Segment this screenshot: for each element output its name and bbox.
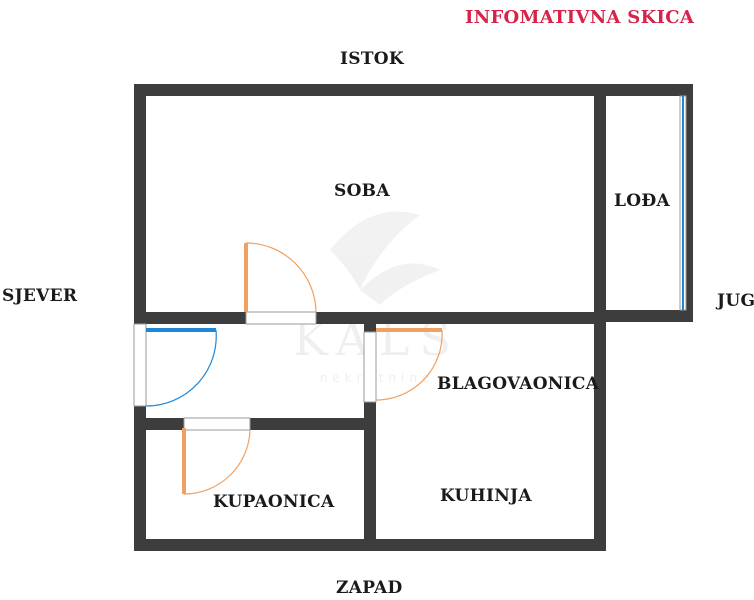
bathroom-door — [182, 428, 251, 495]
loggia-window — [679, 95, 687, 311]
direction-label-north: ISTOK — [340, 49, 404, 69]
wall-loggia-right — [686, 84, 693, 322]
direction-label-south: ZAPAD — [336, 578, 403, 598]
wall-left-upper — [134, 84, 146, 324]
room-label-loda: LOĐA — [614, 191, 671, 211]
watermark-logo: KALS nekretnine — [293, 211, 451, 385]
room-label-soba: SOBA — [334, 181, 390, 201]
wall-left-lower — [134, 406, 146, 551]
wall-loggia-bottom — [594, 310, 690, 322]
room-label-kuhinja: KUHINJA — [440, 486, 532, 506]
direction-label-east: JUG — [717, 291, 754, 311]
wall-top — [134, 84, 693, 96]
wall-soba-bottom-right — [316, 312, 606, 324]
watermark-sub: nekretnine — [320, 371, 435, 385]
room-label-blagovaonica: BLAGOVAONICA — [437, 374, 600, 394]
direction-label-west: SJEVER — [2, 286, 78, 306]
wall-hall-divider-lower — [364, 402, 376, 551]
entrance-door — [145, 328, 217, 407]
door-thresholds — [133, 311, 377, 431]
wall-bath-top-right — [250, 418, 376, 430]
wall-bath-top-left — [134, 418, 184, 430]
walls — [134, 84, 693, 551]
soba-door — [244, 242, 317, 313]
sketch-title: INFOMATIVNA SKICA — [465, 7, 695, 28]
wall-soba-bottom-left — [134, 312, 246, 324]
wall-hall-divider-upper — [364, 312, 376, 332]
kitchen-door — [375, 328, 443, 401]
room-label-kupaonica: KUPAONICA — [213, 492, 335, 512]
